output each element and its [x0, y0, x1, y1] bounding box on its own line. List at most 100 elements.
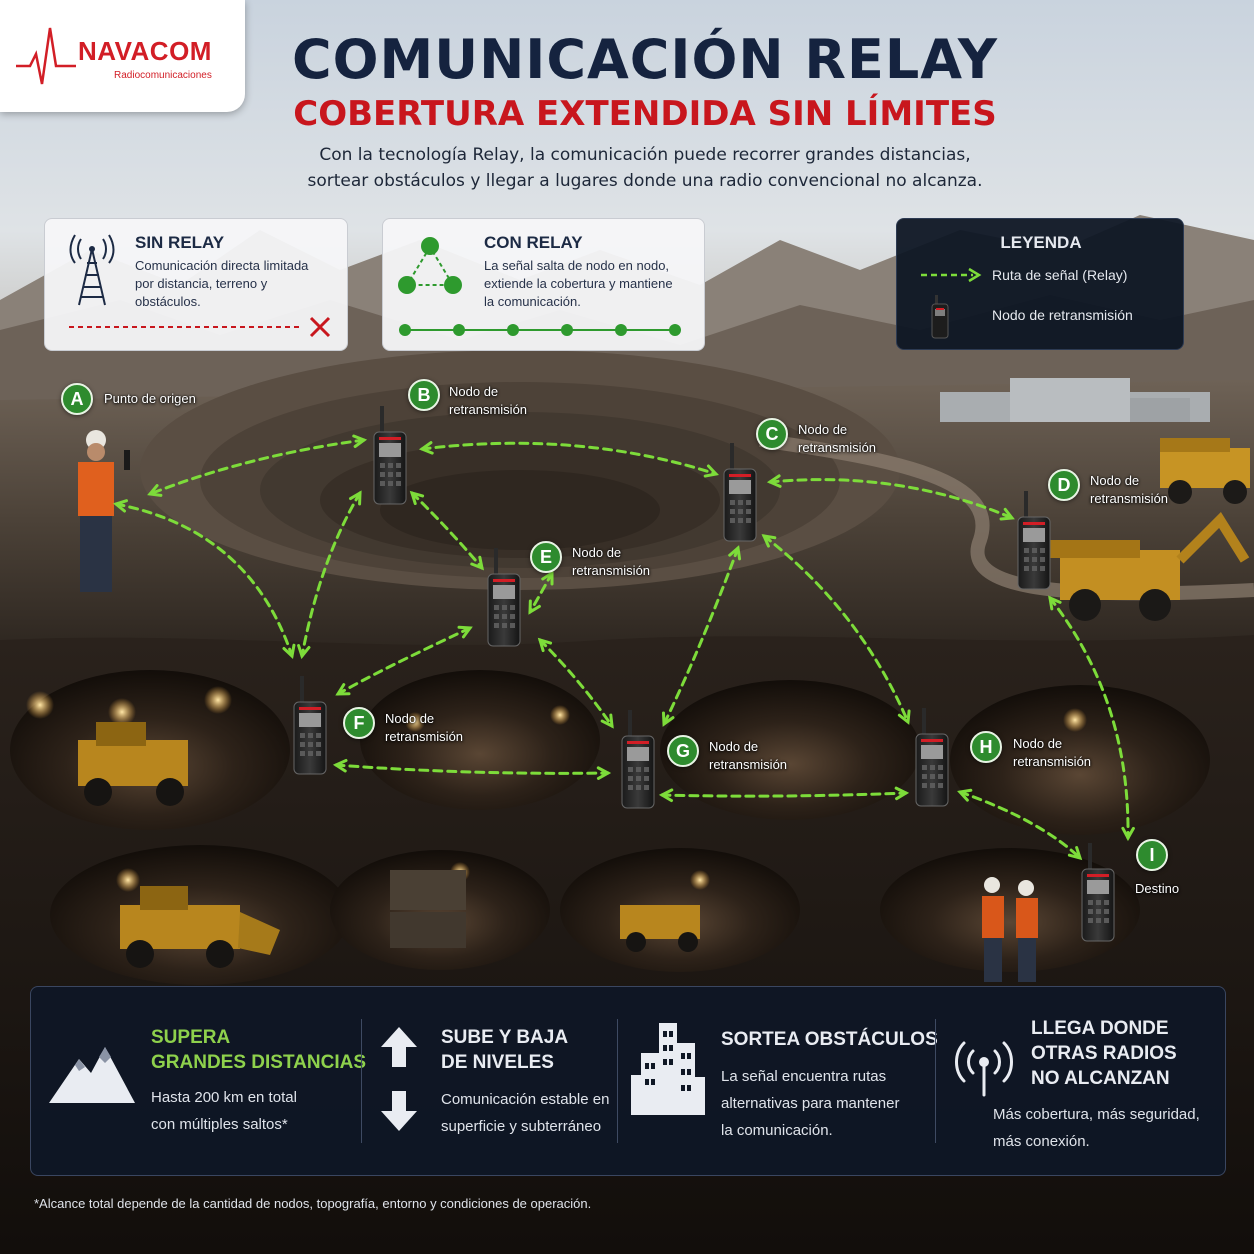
separator	[617, 1019, 618, 1143]
relay-route-arrowhead	[282, 643, 296, 659]
node-badge-e[interactable]: E	[530, 541, 562, 573]
broken-link-icon	[69, 316, 331, 338]
radio-unit-i	[1081, 843, 1115, 942]
feature-text-line: Hasta 200 km en total	[151, 1089, 297, 1106]
loader-underground-1	[78, 722, 188, 806]
relay-route-arrowhead	[335, 683, 351, 696]
node-label-h: Nodo de retransmisión	[1013, 735, 1091, 771]
feature-text: Más cobertura, más seguridad, más conexi…	[993, 1101, 1200, 1155]
node-label-line: Nodo de	[385, 711, 435, 726]
separator	[361, 1019, 362, 1143]
relay-route-segment	[334, 763, 610, 775]
text-line: extiende la cobertura y mantiene	[484, 276, 673, 291]
relay-route-arrowhead	[409, 490, 425, 506]
feature-text-line: con múltiples saltos*	[151, 1116, 288, 1133]
legend-node-label: Nodo de retransmisión	[992, 307, 1133, 323]
text-line: La señal salta de nodo en nodo,	[484, 258, 670, 273]
node-label-f: Nodo de retransmisión	[385, 710, 463, 746]
loader-underground-3	[620, 905, 700, 952]
radio-unit-f	[293, 676, 327, 775]
relay-route-arrowhead	[297, 644, 311, 660]
node-label-g: Nodo de retransmisión	[709, 738, 787, 774]
relay-route-segment	[336, 626, 472, 696]
feature-title-line: SUPERA	[151, 1027, 231, 1048]
relay-route-arrowhead	[1048, 595, 1062, 611]
feature-text-line: alternativas para mantener	[721, 1095, 900, 1112]
relay-route-arrowhead	[147, 484, 163, 497]
radio-unit-g	[621, 710, 655, 809]
relay-route-arrowhead	[457, 625, 473, 639]
node-label-line: retransmisión	[449, 402, 528, 417]
radio-unit-d	[1017, 491, 1051, 590]
feature-text-line: La señal encuentra rutas	[721, 1068, 887, 1085]
node-label-line: Nodo de	[1013, 736, 1063, 751]
feature-text-line: la comunicación.	[721, 1122, 833, 1139]
relay-route-arrowhead	[418, 441, 434, 455]
up-down-arrows-icon	[381, 1027, 417, 1131]
node-label-line: retransmisión	[709, 757, 788, 772]
node-label-line: Destino	[1135, 881, 1180, 896]
relay-route-segment	[148, 438, 366, 496]
features-panel: SUPERA GRANDES DISTANCIAS Hasta 200 km e…	[30, 986, 1226, 1176]
node-badge-b[interactable]: B	[408, 379, 440, 411]
relay-route-arrowhead	[894, 786, 910, 801]
navacom-logo: NAVACOM Radiocomunicaciones	[0, 0, 245, 112]
feature-title: SORTEA OBSTÁCULOS	[721, 1027, 938, 1052]
node-label-line: Nodo de	[798, 422, 848, 437]
relay-route-arrowhead	[596, 766, 612, 780]
node-badge-g[interactable]: G	[667, 735, 699, 767]
relay-route-arrowhead	[1067, 846, 1083, 861]
buildings-icon	[631, 1023, 705, 1115]
con-relay-box: CON RELAY La señal salta de nodo en nodo…	[382, 218, 705, 351]
feature-title: SUBE Y BAJA DE NIVELES	[441, 1025, 568, 1075]
node-badge-h[interactable]: H	[970, 731, 1002, 763]
relay-triangle-icon	[398, 237, 462, 294]
node-badge-a[interactable]: A	[61, 383, 93, 415]
relay-route-arrowhead	[332, 758, 348, 773]
node-badge-c[interactable]: C	[756, 418, 788, 450]
relay-route-arrowhead	[957, 788, 973, 802]
node-badge-d[interactable]: D	[1048, 469, 1080, 501]
relay-route-segment	[768, 478, 1014, 520]
relay-route-arrowhead	[999, 507, 1015, 521]
intro-line: Con la tecnología Relay, la comunicación…	[319, 145, 971, 165]
excavator-truck	[1050, 512, 1250, 621]
con-relay-title: CON RELAY	[484, 233, 583, 252]
node-label-line: retransmisión	[572, 563, 651, 578]
relay-route-arrowhead	[658, 788, 674, 803]
radio-unit-c	[723, 443, 757, 542]
node-label-line: Nodo de	[1090, 473, 1140, 488]
relay-route-segment	[114, 502, 294, 658]
feature-title-line: NO ALCANZAN	[1031, 1068, 1170, 1089]
radio-unit-b	[373, 406, 407, 505]
heartbeat-icon	[16, 27, 76, 85]
node-badge-f[interactable]: F	[343, 707, 375, 739]
relay-route-arrowhead	[728, 545, 742, 561]
text-line: obstáculos.	[135, 294, 201, 309]
node-label-a: Punto de origen	[104, 390, 196, 408]
radio-unit-e	[487, 548, 521, 647]
text-line: por distancia, terreno y	[135, 276, 268, 291]
relay-chain-icon	[399, 324, 681, 336]
con-relay-description: La señal salta de nodo en nodo, extiende…	[484, 257, 673, 311]
worker-origin	[78, 430, 130, 592]
intro-line: sortear obstáculos y llegar a lugares do…	[307, 171, 983, 191]
relay-route-segment	[660, 791, 908, 798]
text-line: la comunicación.	[484, 294, 581, 309]
dashed-arrow-icon	[921, 267, 982, 283]
radio-icon	[931, 295, 949, 339]
feature-text: Hasta 200 km en total con múltiples salt…	[151, 1084, 297, 1138]
node-label-b: Nodo de retransmisión	[449, 383, 527, 419]
relay-route-segment	[300, 491, 362, 658]
node-label-line: retransmisión	[385, 729, 464, 744]
node-badge-i[interactable]: I	[1136, 839, 1168, 871]
relay-route-segment	[410, 491, 484, 570]
footnote: *Alcance total depende de la cantidad de…	[34, 1196, 592, 1211]
node-label-line: Nodo de	[572, 545, 622, 560]
legend-route-label: Ruta de señal (Relay)	[992, 267, 1128, 283]
relay-route-segment	[528, 571, 554, 614]
separator	[935, 1019, 936, 1143]
relay-route-segment	[762, 534, 910, 724]
node-label-line: Punto de origen	[104, 391, 196, 406]
page-title: COMUNICACIÓN RELAY	[291, 28, 999, 91]
